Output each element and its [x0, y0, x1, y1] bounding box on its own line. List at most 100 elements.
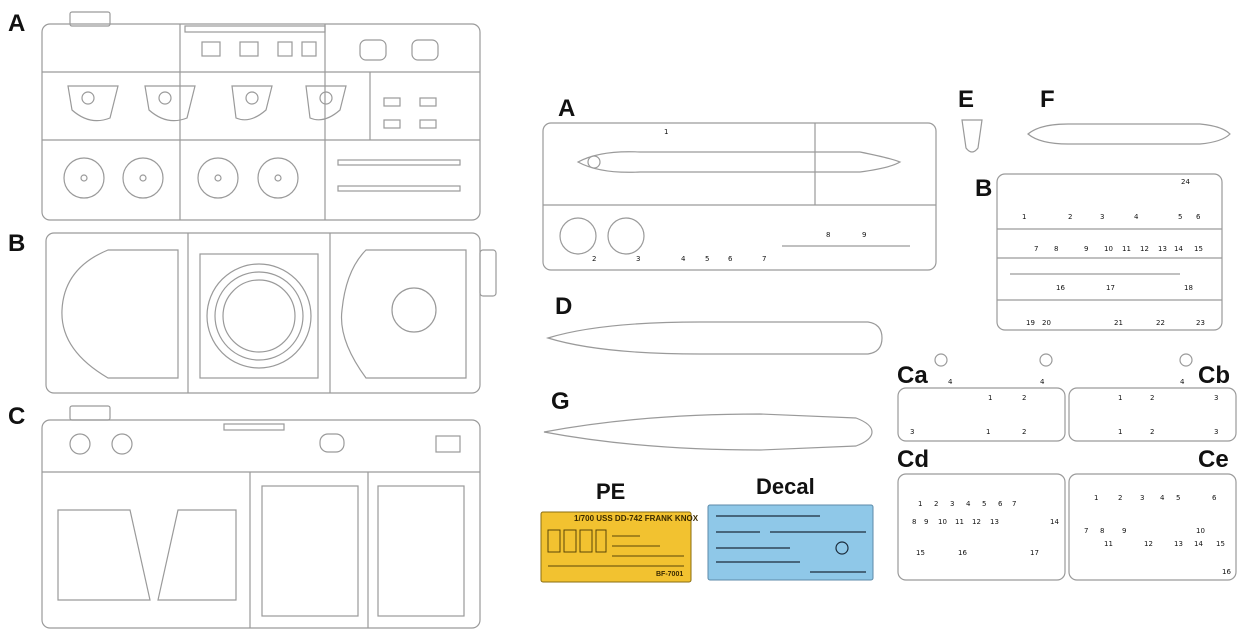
sprue-ca-label: Ca — [897, 362, 928, 389]
sprue-ce-part-number: 13 — [1174, 540, 1183, 548]
sprue-b-part-number: 9 — [1084, 245, 1088, 253]
sprue-b-part-number: 12 — [1140, 245, 1149, 253]
sprue-cd-part-number: 13 — [990, 518, 999, 526]
sprue-ce-part-number: 10 — [1196, 527, 1205, 535]
sprue-a-part-number: 4 — [681, 255, 686, 263]
sprue-cb-part-number: 3 — [1214, 394, 1218, 402]
sprue-b-part-number: 14 — [1174, 245, 1183, 253]
sprue-a-part-number: 8 — [826, 231, 830, 239]
sprue-a-part-number: 9 — [862, 231, 866, 239]
sprue-cb-part-number: 4 — [1180, 378, 1185, 386]
sprue-ce-part-number: 3 — [1140, 494, 1144, 502]
sprue-ca-part-number: 3 — [910, 428, 914, 436]
sprue-b-part-number: 7 — [1034, 245, 1038, 253]
sprue-b-part-number: 1 — [1022, 213, 1026, 221]
sprue-ca-part-number: 1 — [988, 394, 992, 402]
sprue-b-part-number: 4 — [1134, 213, 1139, 221]
part-f-label: F — [1040, 86, 1055, 113]
sprue-cd-part-number: 3 — [950, 500, 954, 508]
pe-sheet-code: BF-7001 — [656, 571, 684, 578]
sprue-cd-label: Cd — [897, 446, 929, 473]
sprue-cd-part-number: 7 — [1012, 500, 1016, 508]
sprue-ce-part-number: 2 — [1118, 494, 1122, 502]
sprue-ca-part-number: 1 — [986, 428, 990, 436]
sprue-ca-frame — [897, 387, 1066, 442]
sprue-b-part-number: 22 — [1156, 319, 1165, 327]
sprue-cd-part-number: 11 — [955, 518, 964, 526]
right-sprue-a-label: A — [558, 95, 576, 122]
sprue-a-part-number: 2 — [592, 255, 596, 263]
right-sprue-b-label: B — [975, 175, 993, 202]
sprue-ce-part-number: 5 — [1176, 494, 1180, 502]
sprue-ce-label: Ce — [1198, 446, 1229, 473]
pe-sheet-title: 1/700 USS DD-742 FRANK KNOX — [574, 514, 699, 523]
sprue-ca-part-number: 4 — [1040, 378, 1045, 386]
left-sprue-a-frame — [41, 11, 481, 221]
sprue-b-part-number: 18 — [1184, 284, 1193, 292]
sprue-b-part-number: 6 — [1196, 213, 1201, 221]
sprue-b-part-number: 10 — [1104, 245, 1113, 253]
sprue-ce-part-number: 15 — [1216, 540, 1225, 548]
right-sprue-a-frame — [542, 122, 937, 271]
sprue-b-part-number: 20 — [1042, 319, 1051, 327]
part-g-shape — [543, 413, 873, 451]
sprue-ce-part-number: 8 — [1100, 527, 1104, 535]
sprue-b-part-number: 16 — [1056, 284, 1065, 292]
sprue-a-part-number: 3 — [636, 255, 640, 263]
sprue-ce-part-number: 12 — [1144, 540, 1153, 548]
sprue-cd-part-number: 6 — [998, 500, 1003, 508]
left-sprue-c-frame — [41, 405, 481, 629]
decal-label: Decal — [756, 474, 815, 499]
left-sprue-b-label: B — [8, 230, 26, 257]
part-d-shape — [545, 321, 883, 355]
sprue-b-part-number: 5 — [1178, 213, 1182, 221]
sprue-ce-part-number: 11 — [1104, 540, 1113, 548]
sprue-b-part-number: 19 — [1026, 319, 1035, 327]
sprue-cd-part-number: 12 — [972, 518, 981, 526]
sprue-cd-part-number: 17 — [1030, 549, 1039, 557]
sprue-b-part-number: 8 — [1054, 245, 1058, 253]
sprue-cd-part-number: 1 — [918, 500, 922, 508]
left-sprue-c-label: C — [8, 403, 26, 430]
sprue-a-part-number: 7 — [762, 255, 766, 263]
sprue-b-part-number: 11 — [1122, 245, 1131, 253]
sprue-ca-part-number: 4 — [948, 378, 953, 386]
sprue-a-part-number: 5 — [705, 255, 709, 263]
sprue-a-part-number: 1 — [664, 128, 668, 136]
sprue-cd-part-number: 8 — [912, 518, 916, 526]
sprue-b-part-number: 13 — [1158, 245, 1167, 253]
sprue-b-part-number: 17 — [1106, 284, 1115, 292]
part-e-label: E — [958, 86, 975, 113]
sprue-cd-part-number: 9 — [924, 518, 928, 526]
part-g-label: G — [551, 388, 570, 415]
sprue-ce-frame — [1068, 473, 1237, 581]
sprue-ce-part-number: 1 — [1094, 494, 1098, 502]
sprue-cd-part-number: 10 — [938, 518, 947, 526]
sprue-cb-frame — [1068, 387, 1237, 442]
sprue-b-part-number: 21 — [1114, 319, 1123, 327]
sprue-cb-part-number: 2 — [1150, 394, 1154, 402]
sprue-b-part-number: 15 — [1194, 245, 1203, 253]
sprue-cb-part-number: 2 — [1150, 428, 1154, 436]
sprue-b-part-number: 2 — [1068, 213, 1072, 221]
sprue-cd-frame — [897, 473, 1066, 581]
sprue-b-part-number: 24 — [1181, 178, 1190, 186]
pe-sheet — [540, 511, 692, 583]
sprue-cd-part-number: 16 — [958, 549, 967, 557]
sprue-b-part-number: 23 — [1196, 319, 1205, 327]
sprue-ca-part-number: 2 — [1022, 394, 1026, 402]
sprue-cb-part-number: 1 — [1118, 428, 1122, 436]
sprue-ca-part-number: 2 — [1022, 428, 1026, 436]
sprue-cd-part-number: 2 — [934, 500, 938, 508]
sprue-ce-part-number: 16 — [1222, 568, 1231, 576]
sprue-b-part-number: 3 — [1100, 213, 1104, 221]
sprue-cb-part-number: 1 — [1118, 394, 1122, 402]
right-sprue-b-frame — [996, 173, 1223, 331]
sprue-cb-label: Cb — [1198, 362, 1230, 389]
sprue-ce-part-number: 7 — [1084, 527, 1088, 535]
part-f-shape — [1027, 123, 1231, 145]
sprue-ce-part-number: 14 — [1194, 540, 1203, 548]
